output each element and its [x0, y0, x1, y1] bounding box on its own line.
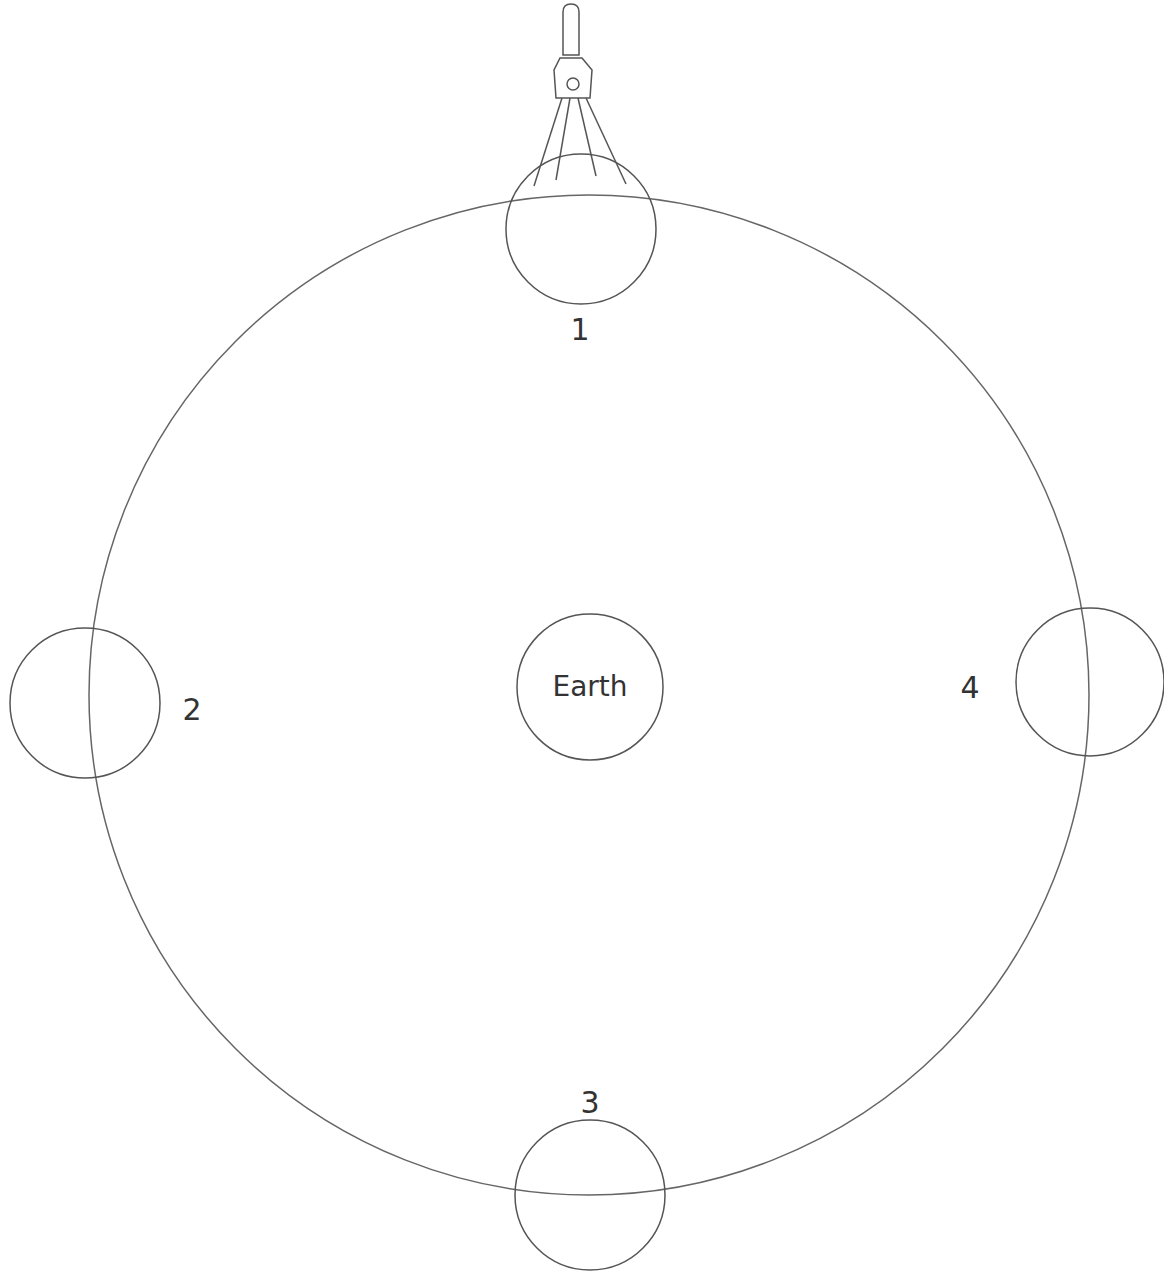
moon-circle: 4: [1015, 607, 1164, 757]
moon-circle: 3: [514, 1119, 666, 1271]
moon-circle: 2: [9, 627, 161, 779]
circle-shape: [506, 154, 656, 304]
flashlight: [534, 4, 626, 186]
moon-circle: 1: [505, 153, 657, 305]
callout-number: 3: [580, 1088, 599, 1118]
circle-shape: [517, 614, 663, 760]
flashlight-bulb: [567, 78, 579, 90]
circle-outline: [1015, 607, 1164, 757]
circle-shape: [10, 628, 160, 778]
earth-circle: Earth: [516, 613, 664, 761]
light-beam: [586, 98, 626, 184]
circle-outline: [9, 627, 161, 779]
light-beam: [556, 98, 570, 180]
flashlight-handle: [563, 4, 579, 55]
orbit-path: [89, 195, 1089, 1195]
callout-number: 1: [570, 315, 589, 345]
circle-shape: [515, 1120, 665, 1270]
circle-outline: [505, 153, 657, 305]
callout-number: 2: [182, 695, 201, 725]
circle-outline: [514, 1119, 666, 1271]
flashlight-head: [554, 58, 592, 98]
circle-shape: [1016, 608, 1164, 756]
callout-number: 4: [960, 673, 979, 703]
light-beam: [578, 98, 596, 176]
body-label: Earth: [552, 673, 627, 701]
